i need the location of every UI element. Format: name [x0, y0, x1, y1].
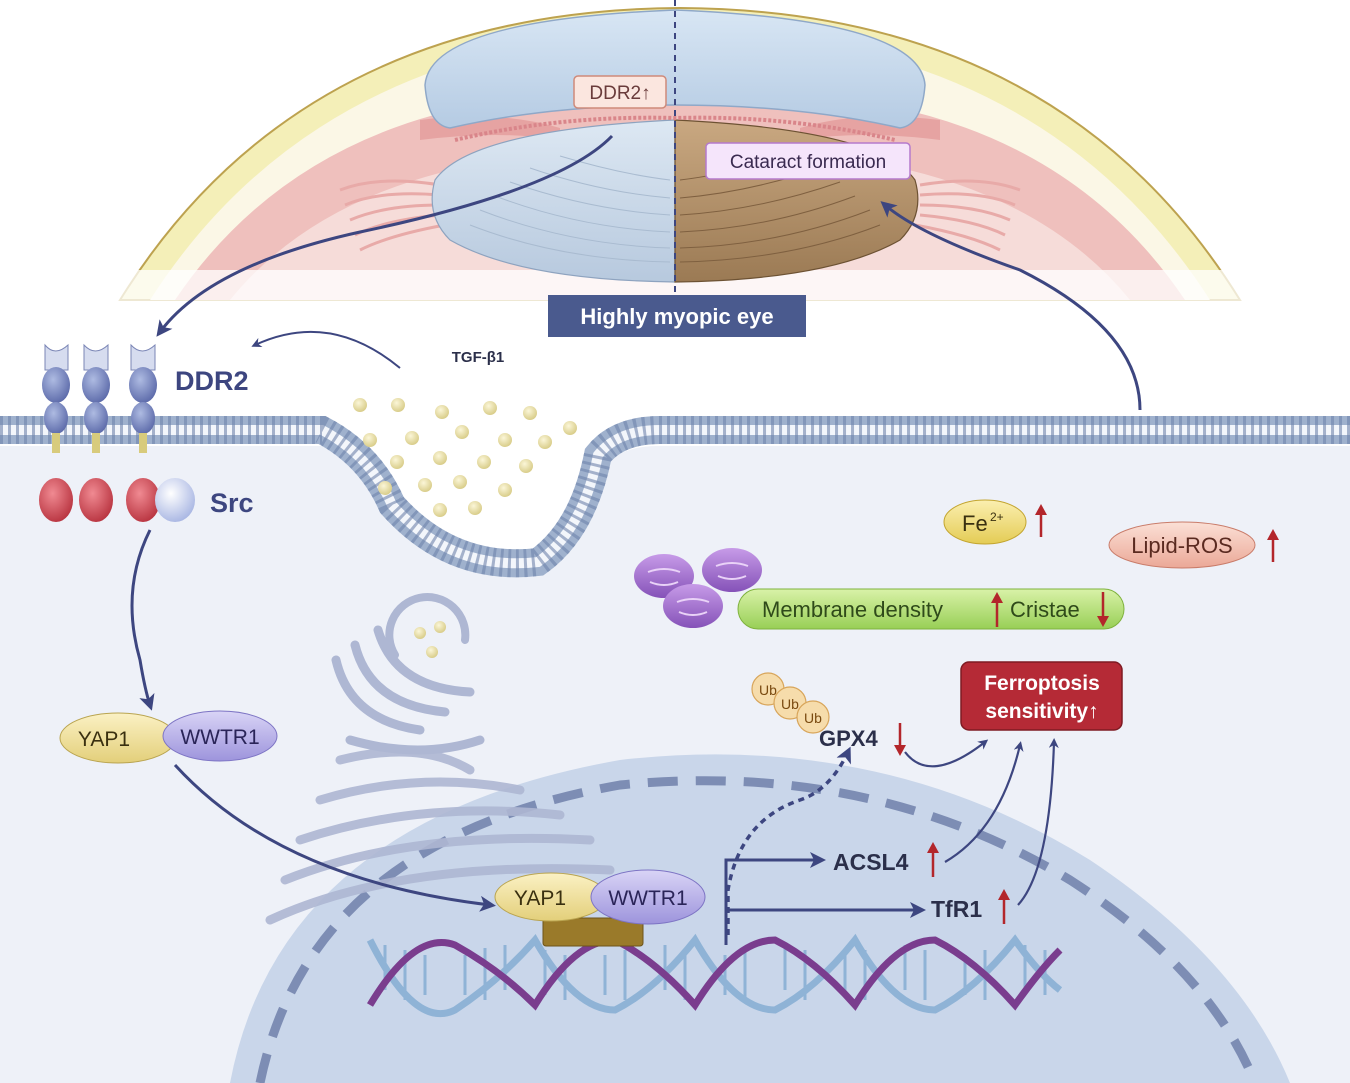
ub-2: Ub [781, 696, 799, 712]
yap1-wwtr1-nuclear: YAP1 WWTR1 [494, 869, 706, 925]
ubiquitin-chain: Ub Ub Ub [751, 672, 830, 734]
yap1-wwtr1-cyto: YAP1 WWTR1 [59, 710, 278, 764]
ferroptosis-line2: sensitivity↑ [985, 700, 1098, 723]
golgi-icon [331, 625, 485, 755]
down-arrow-icon [894, 723, 906, 756]
vesicle-icon [385, 593, 470, 659]
ferroptosis-box: Ferroptosis sensitivity↑ [960, 661, 1123, 731]
highly-myopic-eye-label: Highly myopic eye [548, 295, 806, 337]
er-icon [265, 747, 615, 925]
membrane-density-text: Membrane density [762, 597, 943, 622]
cristae-text: Cristae [1010, 597, 1080, 622]
dna-binding-box [542, 917, 644, 947]
up-arrow-icon [1267, 529, 1279, 562]
lipid-ros-text: Lipid-ROS [1131, 533, 1232, 558]
up-arrow-icon [927, 842, 939, 877]
tfr1-label: TfR1 [931, 896, 982, 922]
mitochondrion-icon [634, 548, 762, 628]
fe-text: Fe [962, 511, 988, 536]
eye-title: Highly myopic eye [580, 304, 773, 329]
eye-illustration [100, 0, 1260, 310]
ddr2-receptor [39, 343, 73, 522]
ddr2-receptors [39, 343, 195, 522]
wwtr1-cyto-text: WWTR1 [180, 726, 259, 749]
tgf-beta1-beads [353, 398, 577, 517]
up-arrow-icon [1035, 504, 1047, 537]
ddr2-receptor [126, 343, 160, 522]
ddr2-up-text: DDR2↑ [589, 83, 650, 104]
ddr2-receptor [79, 343, 113, 522]
src-protein [155, 478, 195, 522]
ub-3: Ub [804, 710, 822, 726]
wwtr1-nuc-text: WWTR1 [608, 887, 687, 910]
ddr2-label: DDR2 [175, 366, 249, 396]
up-arrow-icon [991, 592, 1003, 627]
cataract-text: Cataract formation [730, 152, 886, 173]
ub-1: Ub [759, 682, 777, 698]
acsl4-label: ACSL4 [833, 849, 909, 875]
yap1-cyto-text: YAP1 [78, 728, 130, 751]
cell-membrane [0, 416, 1350, 578]
pathway-arrows [130, 134, 1142, 945]
mito-status-bar: Membrane density Cristae [737, 588, 1125, 630]
ferroptosis-line1: Ferroptosis [984, 672, 1100, 695]
up-arrow-icon [998, 889, 1010, 924]
ddr2-up-label: DDR2↑ [573, 75, 667, 109]
dna-helix-icon [366, 933, 1063, 1018]
fe2-marker: Fe 2+ [943, 499, 1027, 545]
src-label: Src [210, 488, 254, 518]
cataract-label: Cataract formation [705, 142, 911, 180]
fe-superscript: 2+ [990, 510, 1004, 524]
tgf-beta1-label: TGF-β1 [452, 349, 505, 366]
gpx4-label: GPX4 [819, 726, 878, 751]
yap1-nuc-text: YAP1 [514, 887, 566, 910]
down-arrow-icon [1097, 592, 1109, 627]
lipid-ros-marker: Lipid-ROS [1108, 521, 1256, 569]
